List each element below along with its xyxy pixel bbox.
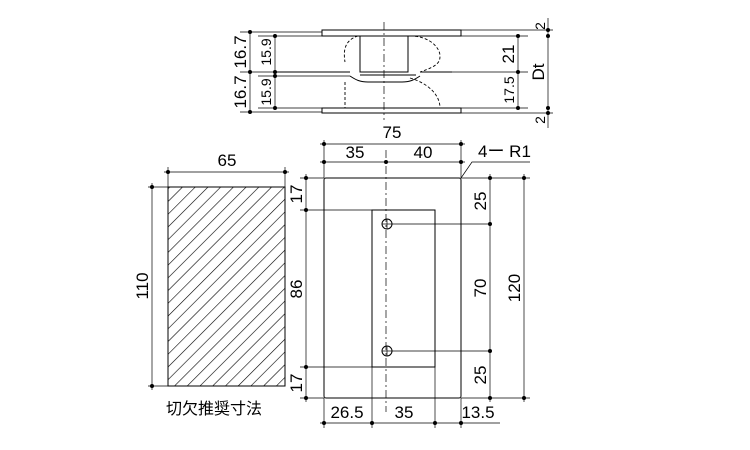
plate-height-dim: 120 xyxy=(505,274,524,302)
plate-bottom-1-dim: 26.5 xyxy=(330,403,363,422)
side-view: 16.7 16.7 15.9 15.9 2 21 17.5 2 Dt xyxy=(231,18,553,128)
recess-outline xyxy=(371,209,436,368)
lower-bulge-right xyxy=(409,77,441,109)
top-flange xyxy=(321,29,462,37)
plate-left-mid-dim: 86 xyxy=(287,280,306,299)
dim-16-7-lower: 16.7 xyxy=(231,75,250,108)
bottom-flange xyxy=(321,107,462,114)
plate-view: 75 35 40 4ー R1 17 86 17 25 70 25 120 2 xyxy=(287,123,531,428)
cutout-height-dim: 110 xyxy=(133,272,152,299)
dim-dt: Dt xyxy=(529,63,548,80)
plate-left-bottom-dim: 17 xyxy=(287,374,306,393)
plate-top-right-dim: 40 xyxy=(414,143,433,162)
dim-15-9-lower: 15.9 xyxy=(258,78,274,105)
dim-16-7-upper: 16.7 xyxy=(231,35,250,68)
plate-right-top-dim: 25 xyxy=(471,192,490,211)
plate-left-top-dim: 17 xyxy=(287,185,306,204)
corner-radius-label: 4ー R1 xyxy=(478,142,531,161)
plate-top-left-dim: 35 xyxy=(346,143,365,162)
dim-17-5: 17.5 xyxy=(501,76,517,103)
dim-21: 21 xyxy=(499,45,518,64)
plate-right-mid-dim: 70 xyxy=(471,279,490,298)
plate-bottom-3-dim: 13.5 xyxy=(461,403,494,422)
screw-top-icon xyxy=(381,218,393,230)
dim-2-top: 2 xyxy=(532,22,548,30)
dim-2-bottom: 2 xyxy=(532,116,548,124)
upper-bulge-left xyxy=(343,35,359,63)
cutout-width-dim: 65 xyxy=(218,151,237,170)
upper-bulge xyxy=(409,35,441,73)
corner-leader xyxy=(460,161,530,179)
plate-right-bottom-dim: 25 xyxy=(471,366,490,385)
cutout-hatched-area xyxy=(167,186,286,387)
screw-bottom-icon xyxy=(381,345,393,357)
cutout-caption: 切欠推奨寸法 xyxy=(166,399,262,418)
lower-neck xyxy=(349,75,421,83)
plate-width-dim: 75 xyxy=(383,123,402,142)
dim-15-9-upper: 15.9 xyxy=(258,38,274,65)
cutout-view: 65 110 切欠推奨寸法 xyxy=(133,151,289,418)
plate-outline xyxy=(323,177,462,399)
plate-bottom-2-dim: 35 xyxy=(395,403,414,422)
